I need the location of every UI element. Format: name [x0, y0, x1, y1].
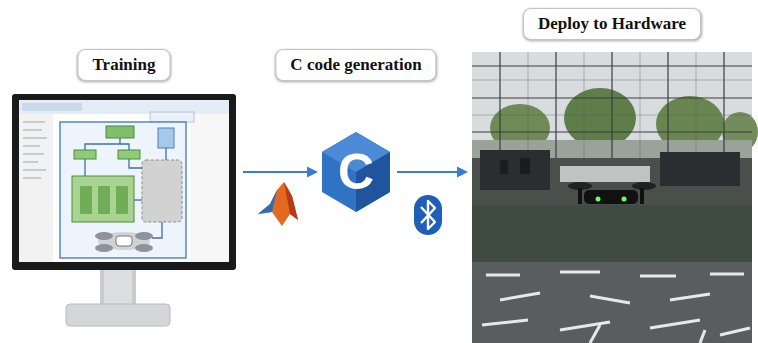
- logo-letter: C: [322, 132, 390, 212]
- flow-arrow: [243, 167, 318, 178]
- stage-heading: Training: [78, 49, 171, 81]
- lab-photo: [472, 52, 758, 343]
- stage-hardware: Deploy to Hardware: [472, 52, 752, 343]
- arrow-line: [243, 171, 308, 173]
- arrow-head: [307, 167, 318, 178]
- bluetooth-logo: [414, 195, 442, 235]
- stage-training: Training: [12, 92, 236, 330]
- drone: [568, 182, 656, 204]
- matlab-logo: [258, 182, 298, 226]
- flow-arrow: [397, 167, 468, 178]
- monitor-illustration: [12, 94, 236, 326]
- stage-heading: Deploy to Hardware: [523, 8, 701, 40]
- arrow-head: [457, 167, 468, 178]
- stage-heading: C code generation: [275, 49, 436, 81]
- stage-codegen: C code generationC: [322, 132, 390, 212]
- arrow-line: [397, 171, 458, 173]
